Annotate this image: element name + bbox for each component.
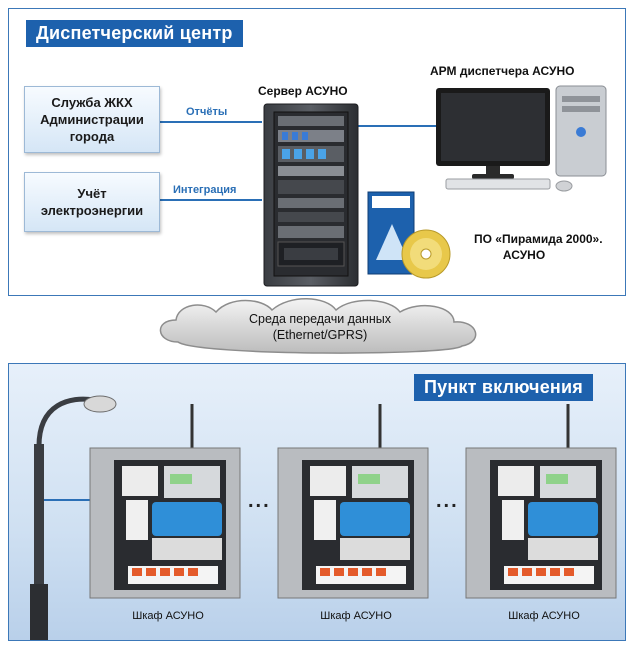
street-lamp-icon (30, 395, 117, 640)
dispatch-center-title: Диспетчерский центр (26, 20, 243, 47)
server-rack-icon (263, 103, 359, 287)
cabinet-2-icon (277, 404, 429, 599)
ellipsis-1: ... (248, 490, 271, 512)
housing-service-box: Служба ЖКХ Администрации города (24, 86, 160, 153)
software-label-line1: ПО «Пирамида 2000». (474, 232, 603, 246)
workstation-label: АРМ диспетчера АСУНО (430, 64, 575, 78)
network-cloud-icon (159, 298, 477, 354)
server-to-workstation-line (358, 125, 441, 148)
integration-label: Интеграция (173, 184, 237, 196)
cabinet-3-icon (465, 404, 617, 599)
workstation-icon (436, 85, 607, 192)
energy-accounting-box: Учёт электроэнергии (24, 172, 160, 232)
software-label-line2: АСУНО (502, 248, 546, 262)
network-line2: (Ethernet/GPRS) (272, 328, 368, 342)
network-line1: Среда передачи данных (249, 312, 391, 326)
server-label: Сервер АСУНО (258, 84, 348, 98)
cabinet-3-caption: Шкаф АСУНО (508, 610, 580, 622)
cabinet-1-icon (89, 404, 241, 599)
reports-label: Отчёты (186, 106, 228, 118)
software-box-icon (367, 191, 451, 279)
switch-point-title: Пункт включения (414, 374, 593, 401)
cabinet-1-caption: Шкаф АСУНО (132, 610, 204, 622)
cabinet-links (44, 499, 90, 501)
ellipsis-2: ... (436, 490, 459, 512)
cabinet-2-caption: Шкаф АСУНО (320, 610, 392, 622)
